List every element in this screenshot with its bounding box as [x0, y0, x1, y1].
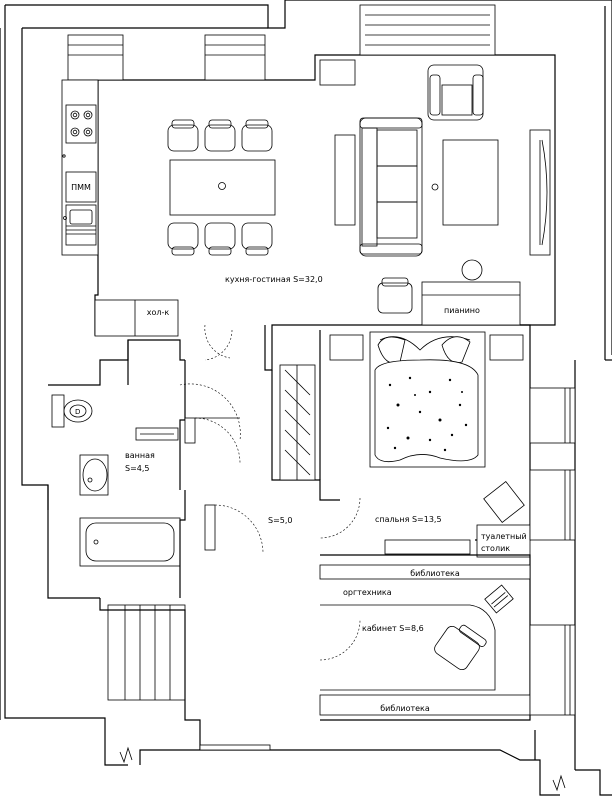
chair-top-3: [241, 119, 273, 152]
library-shelf-top: [319, 564, 531, 580]
balcony-window: [359, 4, 496, 56]
dining-table: [169, 159, 276, 216]
library-bottom-label: библиотека: [380, 704, 430, 713]
vanity-label-1: туалетный: [481, 532, 527, 541]
armchair: [427, 64, 484, 121]
hall: S=5,0: [99, 324, 293, 751]
living-set: пианино: [319, 59, 551, 326]
vanity-table: [476, 524, 531, 558]
dishwasher-label: ПММ: [71, 183, 91, 192]
living-room-walls: [67, 4, 556, 371]
sofa: [359, 117, 423, 257]
fridge-label: хол-к: [147, 308, 170, 317]
side-cabinet: [319, 59, 356, 86]
piano-label: пианино: [444, 306, 480, 315]
dishwasher: [65, 171, 97, 203]
library-top-label: библиотека: [410, 569, 460, 578]
bedroom: туалетный столик спальня S=13,5: [271, 330, 576, 558]
vanity-stool: [483, 480, 525, 524]
bedroom-wardrobe: [279, 364, 316, 481]
bedroom-window-1: [529, 387, 576, 444]
bedroom-label: спальня S=13,5: [375, 515, 442, 524]
kitchen: ПММ хол-к: [61, 79, 179, 337]
window-1: [67, 34, 124, 81]
living-room-label: кухня-гостиная S=32,0: [225, 275, 323, 284]
bathroom-label: ванная: [125, 451, 155, 460]
piano-stool: [377, 277, 413, 314]
piano: [421, 281, 521, 326]
chair-top-1: [167, 119, 199, 152]
wardrobe-hall: [107, 604, 186, 701]
office-chair: [434, 624, 487, 671]
bathtub: [79, 517, 181, 567]
bathroom-area: S=4,5: [125, 464, 150, 473]
office: библиотека оргтехника кабинет S=8,6 библ…: [319, 554, 576, 721]
fridge: [94, 299, 179, 337]
chair-top-2: [204, 119, 236, 152]
coffee-table: [442, 139, 499, 226]
chair-bot-2: [204, 222, 236, 256]
nightstand-right: [489, 334, 524, 361]
toilet: D: [51, 394, 93, 428]
office-window: [529, 624, 576, 716]
printer: [484, 584, 514, 614]
chair-bot-3: [241, 222, 273, 256]
side-table: [334, 134, 356, 226]
svg-text:D: D: [75, 408, 80, 416]
chair-bot-1: [167, 222, 199, 256]
stove: [65, 104, 97, 144]
washbasin: [79, 454, 109, 496]
hall-area: S=5,0: [268, 516, 293, 525]
bed: [369, 331, 486, 468]
office-tech-label: оргтехника: [343, 588, 392, 597]
vanity-label-2: столик: [481, 544, 510, 553]
window-2: [204, 34, 266, 81]
dining-set: [167, 119, 276, 256]
nightstand-left: [329, 334, 364, 361]
bedroom-dresser: [384, 539, 471, 555]
bedroom-window-2: [529, 469, 576, 541]
sink: [65, 204, 97, 246]
office-label: кабинет S=8,6: [362, 624, 424, 633]
